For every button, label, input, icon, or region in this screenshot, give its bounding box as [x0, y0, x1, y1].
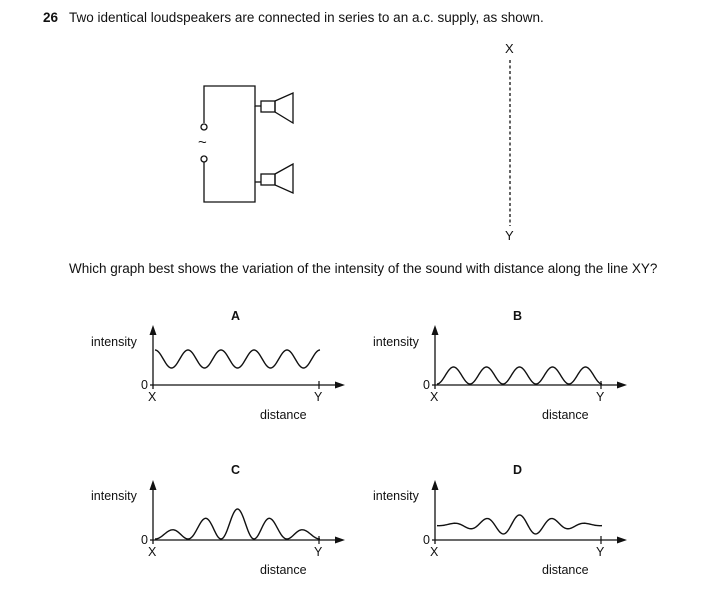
graph-c-curve: [154, 508, 321, 540]
terminal-top: [200, 123, 208, 131]
option-c-label: C: [231, 463, 241, 477]
option-d-label: D: [513, 463, 523, 477]
graph-d-origin: 0: [423, 533, 430, 547]
wire-top: [203, 85, 261, 123]
graph-d-start: X: [430, 545, 439, 559]
graph-b-ylabel: intensity: [373, 335, 419, 349]
graph-c-xlabel: distance: [260, 563, 307, 577]
graph-a-end: Y: [314, 390, 323, 404]
graph-d-y-arrow: [431, 480, 439, 490]
graph-b-start: X: [430, 390, 439, 404]
graph-d-end: Y: [596, 545, 605, 559]
wire-bottom: [203, 162, 256, 203]
graph-a-y-arrow: [149, 325, 157, 335]
graph-a-start: X: [148, 390, 157, 404]
graph-d-xlabel: distance: [542, 563, 589, 577]
graph-b-y-arrow: [431, 325, 439, 335]
graph-b-xlabel: distance: [542, 408, 589, 422]
graph-c-start: X: [148, 545, 157, 559]
graph-c-end: Y: [314, 545, 323, 559]
graph-a-curve: [154, 349, 321, 369]
line-bottom-label: Y: [505, 228, 514, 243]
question-text: Two identical loudspeakers are connected…: [69, 10, 544, 25]
graph-a-ylabel: intensity: [91, 335, 137, 349]
graph-b-origin: 0: [423, 378, 430, 392]
option-a-label: A: [231, 309, 241, 323]
graph-b-x-arrow: [617, 381, 627, 389]
graph-c-ylabel: intensity: [91, 489, 137, 503]
graph-b-end: Y: [596, 390, 605, 404]
graph-a-x-arrow: [335, 381, 345, 389]
graph-d-curve: [436, 514, 603, 535]
graph-c-y-arrow: [149, 480, 157, 490]
question-number: 26: [43, 10, 59, 25]
line-top-label: X: [505, 41, 514, 56]
graph-c-x-arrow: [335, 536, 345, 544]
graph-d-x-arrow: [617, 536, 627, 544]
graph-b-curve: [436, 366, 603, 385]
terminal-bottom: [200, 155, 208, 163]
graph-a-xlabel: distance: [260, 408, 307, 422]
question-prompt: Which graph best shows the variation of …: [69, 261, 658, 276]
ac-supply-symbol: ~: [198, 134, 207, 151]
loudspeaker-1-cone: [274, 91, 294, 125]
loudspeaker-2-cone: [274, 162, 294, 195]
graph-d-ylabel: intensity: [373, 489, 419, 503]
graph-a-origin: 0: [141, 378, 148, 392]
graph-c-origin: 0: [141, 533, 148, 547]
option-b-label: B: [513, 309, 523, 323]
